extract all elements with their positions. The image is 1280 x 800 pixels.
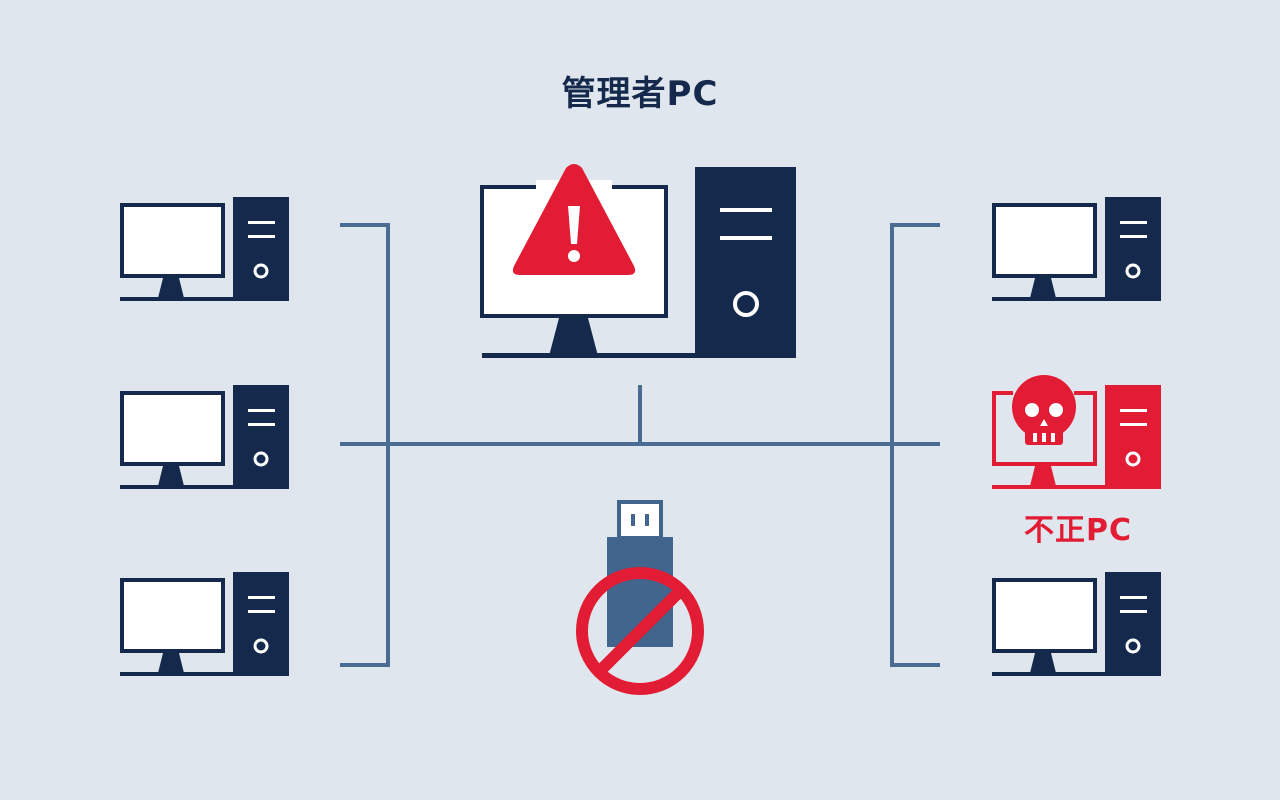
pc-right-bottom — [990, 570, 1163, 678]
admin-pc-label: 管理者PC — [561, 74, 719, 114]
rogue-pc-label: 不正PC — [1023, 513, 1132, 548]
prohibited-usb-icon — [576, 500, 704, 695]
pc-left-middle — [118, 383, 291, 491]
admin-pc — [480, 164, 796, 358]
pc-left-bottom — [118, 570, 291, 678]
skull-icon — [1012, 375, 1076, 445]
network-lines — [340, 223, 940, 667]
warning-triangle-icon — [512, 164, 636, 275]
pc-right-top — [990, 195, 1163, 303]
pc-left-top — [118, 195, 291, 303]
rogue-pc — [992, 375, 1161, 489]
